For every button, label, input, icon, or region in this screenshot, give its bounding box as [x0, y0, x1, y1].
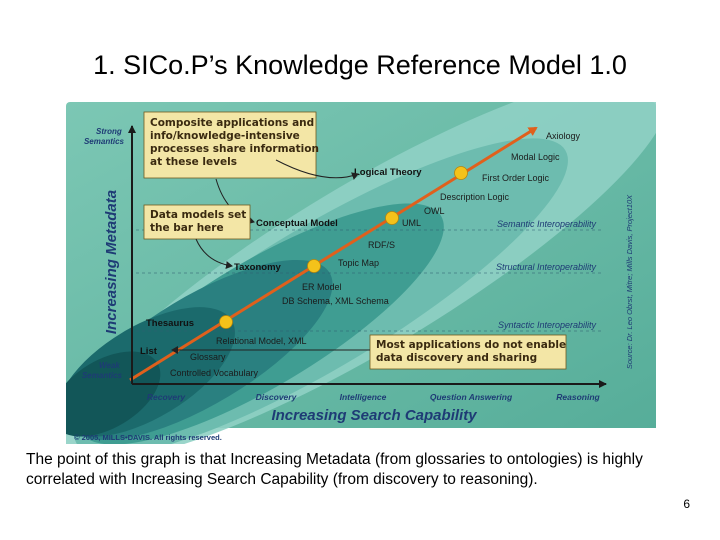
callout-2-pointer — [195, 238, 233, 270]
term-topic-map: Topic Map — [338, 258, 379, 268]
slide-caption: The point of this graph is that Increasi… — [26, 451, 643, 488]
x-tick-reasoning: Reasoning — [556, 392, 600, 402]
page-number: 6 — [683, 497, 690, 511]
callout-1-box — [143, 111, 317, 179]
semantic-interoperability-label: Semantic Interoperability — [497, 219, 597, 229]
milestone-thesaurus: Thesaurus — [146, 318, 194, 329]
knowledge-reference-diagram: Increasing Metadata Strong Semantics Wea… — [66, 102, 656, 444]
y-axis-title: Increasing Metadata — [103, 190, 120, 334]
syntactic-interoperability-label: Syntactic Interoperability — [498, 320, 597, 330]
band-list — [66, 351, 161, 437]
term-modal-logic: Modal Logic — [511, 152, 560, 162]
callout-1-pointer-a — [275, 159, 359, 180]
term-er-model: ER Model — [302, 282, 342, 292]
term-glossary: Glossary — [190, 352, 226, 362]
y-top-label: Strong Semantics — [84, 127, 125, 146]
callout-2-box — [143, 204, 251, 240]
slide-title: 1. SICo.P’s Knowledge Reference Model 1.… — [93, 50, 627, 80]
milestone-logical-theory: Logical Theory — [354, 167, 422, 178]
term-first-order-logic: First Order Logic — [482, 173, 550, 183]
milestone-conceptual-model: Conceptual Model — [256, 218, 338, 229]
dot-logical-theory — [454, 166, 468, 180]
structural-interoperability-label: Structural Interoperability — [496, 262, 597, 272]
milestone-taxonomy: Taxonomy — [234, 262, 282, 273]
trend-arrow — [129, 126, 538, 382]
term-description-logic: Description Logic — [440, 192, 510, 202]
term-axiology: Axiology — [546, 131, 581, 141]
term-controlled-vocabulary: Controlled Vocabulary — [170, 368, 259, 378]
dot-taxonomy — [307, 259, 321, 273]
milestone-dots — [219, 166, 468, 329]
callout-data-models: Data models set the bar here — [143, 204, 251, 240]
x-tick-discovery: Discovery — [256, 392, 298, 402]
y-bottom-label: Weak Semantics — [82, 361, 123, 380]
term-relational-model: Relational Model, XML — [216, 336, 307, 346]
callout-most-applications: Most applications do not enable data dis… — [369, 334, 570, 370]
term-db-schema: DB Schema, XML Schema — [282, 296, 389, 306]
terms: Axiology Modal Logic First Order Logic D… — [170, 131, 581, 378]
x-tick-intelligence: Intelligence — [340, 392, 387, 402]
interoperability-labels: Semantic Interoperability Structural Int… — [496, 219, 597, 330]
x-axis-title: Increasing Search Capability — [271, 407, 477, 424]
dot-conceptual-model — [385, 211, 399, 225]
x-tick-question-answering: Question Answering — [430, 392, 513, 402]
term-rdfs: RDF/S — [368, 240, 395, 250]
dot-thesaurus — [219, 315, 233, 329]
callout-1-text: Composite applications and info/knowledg… — [150, 117, 323, 168]
term-owl: OWL — [424, 206, 445, 216]
copyright: © 2005, MILLS•DAVIS. All rights reserved… — [74, 433, 222, 442]
source-credit: Source: Dr. Leo Obrst, Mitre; Mills Davi… — [625, 194, 634, 369]
callout-3-box — [369, 334, 567, 370]
callout-3-text: Most applications do not enable data dis… — [376, 339, 570, 364]
milestone-list: List — [140, 346, 158, 357]
callout-2-text: Data models set the bar here — [150, 209, 250, 234]
x-tick-recovery: Recovery — [147, 392, 187, 402]
x-ticks: Recovery Discovery Intelligence Question… — [147, 392, 601, 402]
callout-composite-applications: Composite applications and info/knowledg… — [143, 111, 323, 179]
term-uml: UML — [402, 218, 421, 228]
milestone-labels: Logical Theory Conceptual Model Taxonomy… — [140, 167, 422, 357]
